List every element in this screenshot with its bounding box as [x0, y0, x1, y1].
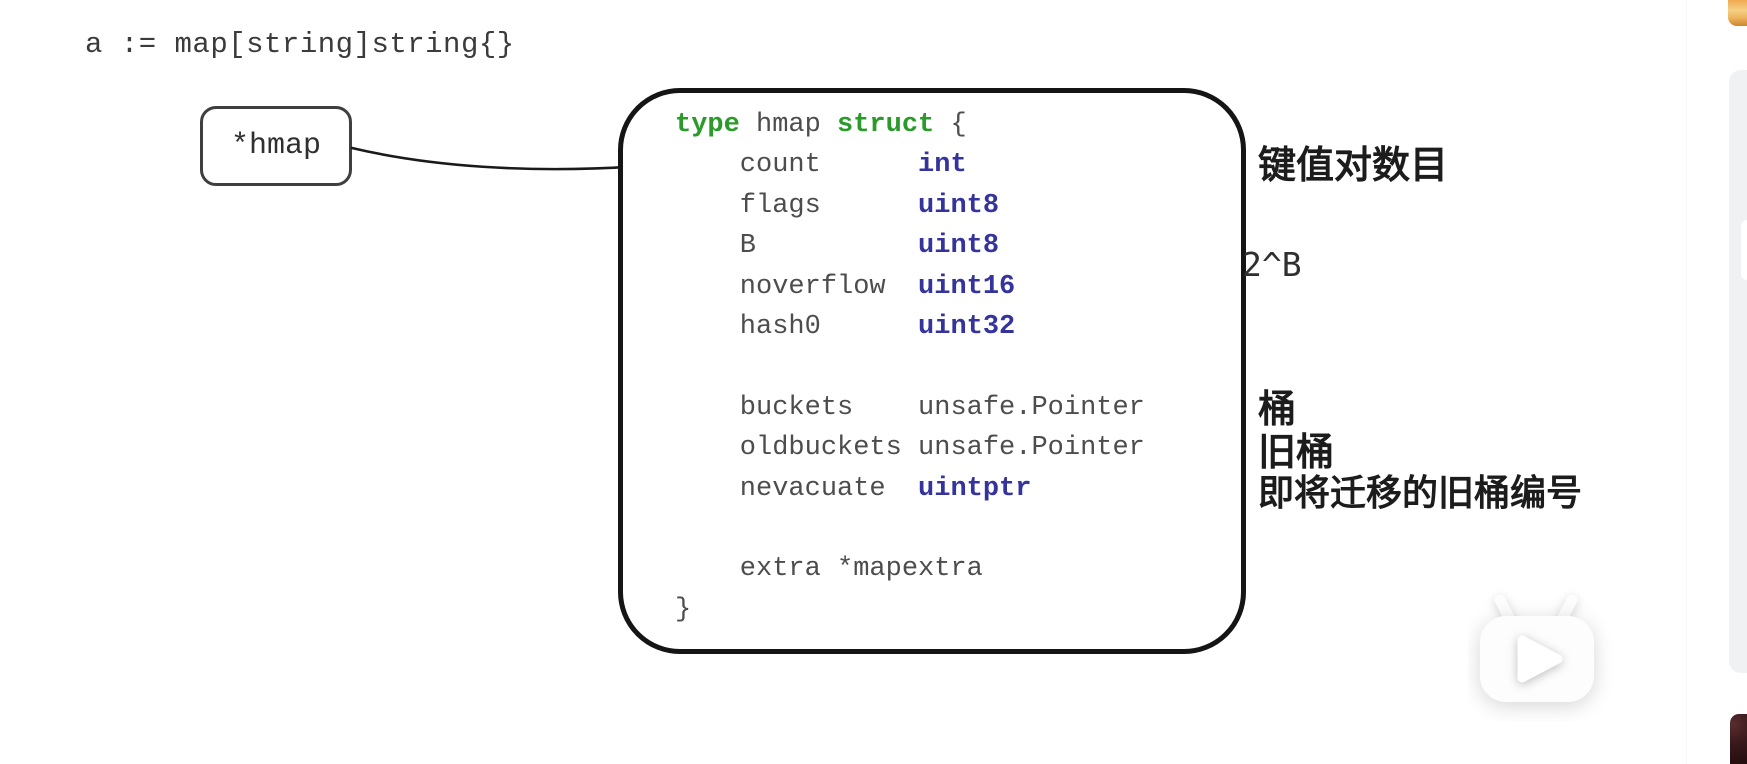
code-token: uint8: [918, 231, 1000, 262]
pointer-arrow: [350, 146, 648, 180]
edge-thumbnail-fragment[interactable]: [1730, 714, 1747, 764]
map-declaration-code: a := map[string]string{}: [85, 28, 515, 61]
code-token: nevacuate: [675, 473, 919, 504]
code-line: buckets unsafe.Pointer: [675, 388, 1241, 428]
code-line: B uint8: [675, 226, 1241, 266]
code-line: }: [675, 590, 1241, 630]
code-line: noverflow uint16: [675, 267, 1241, 307]
annotation-b: 2^B: [1242, 245, 1302, 284]
code-line: extra *mapextra: [675, 549, 1241, 589]
page-edge-divider: [1686, 0, 1687, 764]
code-line: type hmap struct {: [675, 105, 1241, 145]
code-token: [675, 352, 691, 382]
code-line: hash0 uint32: [675, 307, 1241, 347]
edge-sidebar-panel-fragment: [1729, 70, 1747, 673]
code-token: {: [934, 110, 967, 140]
annotation-nevacuate: 即将迁移的旧桶编号: [1258, 473, 1583, 514]
hmap-pointer-box: *hmap: [200, 106, 352, 186]
code-token: hmap: [739, 110, 838, 140]
code-line: flags uint8: [675, 186, 1241, 226]
edge-card-fragment[interactable]: [1741, 220, 1747, 280]
code-token: extra *mapextra: [675, 554, 983, 585]
code-token: uintptr: [918, 473, 1032, 504]
bilibili-tv-play-icon: [1480, 594, 1594, 702]
hmap-pointer-label: *hmap: [230, 129, 321, 163]
code-token: count: [675, 150, 919, 181]
code-token: oldbuckets unsafe.Pointer: [675, 433, 1145, 464]
hmap-struct-box: type hmap struct { count int flags uint8…: [618, 88, 1246, 654]
code-line: nevacuate uintptr: [675, 469, 1241, 509]
code-token: type: [675, 110, 740, 140]
code-token: flags: [675, 190, 919, 221]
code-line: count int: [675, 145, 1241, 185]
code-token: buckets unsafe.Pointer: [675, 392, 1145, 423]
code-token: hash0: [675, 312, 919, 343]
code-token: uint8: [918, 190, 1000, 221]
code-line: oldbuckets unsafe.Pointer: [675, 428, 1241, 468]
code-token: uint16: [918, 271, 1016, 302]
annotation-oldbuckets: 旧桶: [1258, 430, 1335, 474]
code-token: int: [918, 150, 967, 181]
annotation-count: 键值对数目: [1258, 143, 1449, 187]
code-token: noverflow: [675, 271, 919, 302]
code-line: [675, 347, 1241, 387]
code-token: struct: [837, 110, 935, 140]
edge-orange-button-fragment[interactable]: [1728, 0, 1747, 26]
code-token: [675, 514, 691, 544]
code-token: }: [675, 594, 692, 625]
code-line: [675, 509, 1241, 549]
struct-code: type hmap struct { count int flags uint8…: [675, 105, 1241, 630]
code-token: B: [675, 231, 919, 262]
annotation-buckets: 桶: [1258, 387, 1297, 431]
code-token: uint32: [918, 312, 1016, 343]
